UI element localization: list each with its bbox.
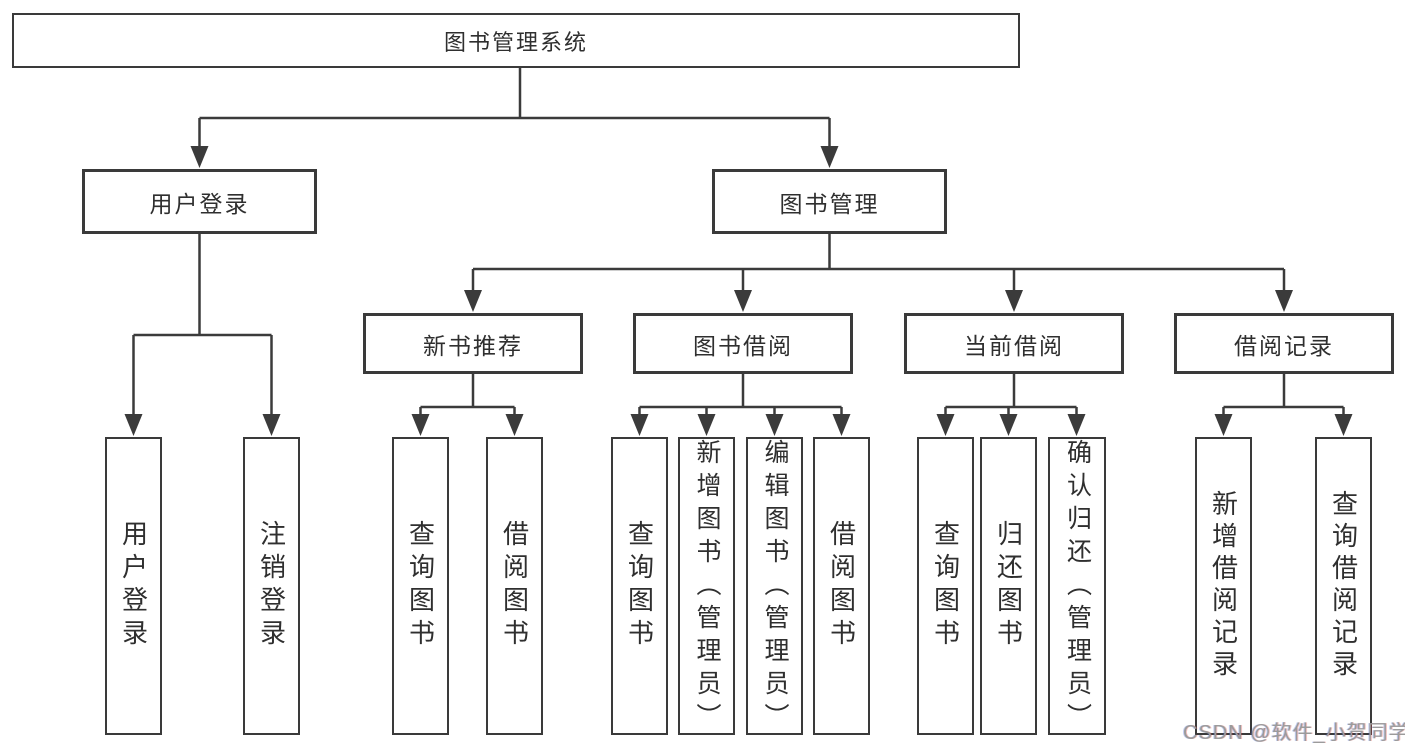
node-label: 当前借阅 — [964, 332, 1064, 359]
node-current-borrow: 当前借阅 — [904, 313, 1124, 374]
leaf-user-login: 用户登录 — [105, 437, 162, 735]
leaf-label: 借阅图书 — [826, 520, 857, 652]
leaf-label: 新增图书（管理员） — [693, 439, 721, 736]
leaf-label: 查询图书 — [624, 520, 655, 652]
leaf-label: 借阅图书 — [499, 520, 530, 652]
leaf-add-books-admin: 新增图书（管理员） — [678, 437, 735, 736]
leaf-label: 新增借阅记录 — [1208, 490, 1239, 682]
leaf-add-borrow-record: 新增借阅记录 — [1195, 437, 1252, 735]
node-label: 图书管理系统 — [443, 29, 588, 55]
leaf-label: 查询图书 — [405, 520, 436, 652]
leaf-return-books: 归还图书 — [980, 437, 1037, 735]
node-label: 用户登录 — [149, 190, 250, 217]
leaf-label: 查询借阅记录 — [1328, 490, 1359, 682]
leaf-label: 查询图书 — [930, 520, 961, 652]
node-library-management-system: 图书管理系统 — [12, 13, 1020, 68]
leaf-label: 用户登录 — [118, 520, 149, 652]
leaf-borrow-books-recommend: 借阅图书 — [486, 437, 543, 735]
node-label: 借阅记录 — [1234, 332, 1334, 359]
node-label: 图书管理 — [779, 190, 880, 217]
leaf-logout: 注销登录 — [243, 437, 300, 735]
node-borrow-records: 借阅记录 — [1174, 313, 1394, 374]
node-user-login: 用户登录 — [82, 169, 317, 234]
node-label: 新书推荐 — [423, 332, 523, 359]
tree-edges — [132, 68, 1345, 421]
leaf-query-books-current: 查询图书 — [917, 437, 974, 735]
leaf-query-books-borrow: 查询图书 — [611, 437, 668, 735]
csdn-watermark: CSDN @软件_小贺同学 — [1183, 722, 1405, 744]
node-label: 图书借阅 — [693, 332, 793, 359]
leaf-borrow-books: 借阅图书 — [813, 437, 870, 735]
leaf-query-borrow-record: 查询借阅记录 — [1315, 437, 1372, 735]
leaf-label: 注销登录 — [256, 520, 287, 652]
arrowheads — [124, 146, 1353, 436]
leaf-label: 归还图书 — [993, 520, 1024, 652]
node-book-management: 图书管理 — [712, 169, 947, 234]
leaf-label: 编辑图书（管理员） — [761, 439, 789, 736]
node-new-book-recommend: 新书推荐 — [363, 313, 583, 374]
leaf-query-books-recommend: 查询图书 — [392, 437, 449, 735]
node-book-borrow: 图书借阅 — [633, 313, 853, 374]
leaf-label: 确认归还（管理员） — [1063, 439, 1092, 736]
leaf-confirm-return-admin: 确认归还（管理员） — [1048, 437, 1106, 736]
leaf-edit-books-admin: 编辑图书（管理员） — [746, 437, 803, 736]
